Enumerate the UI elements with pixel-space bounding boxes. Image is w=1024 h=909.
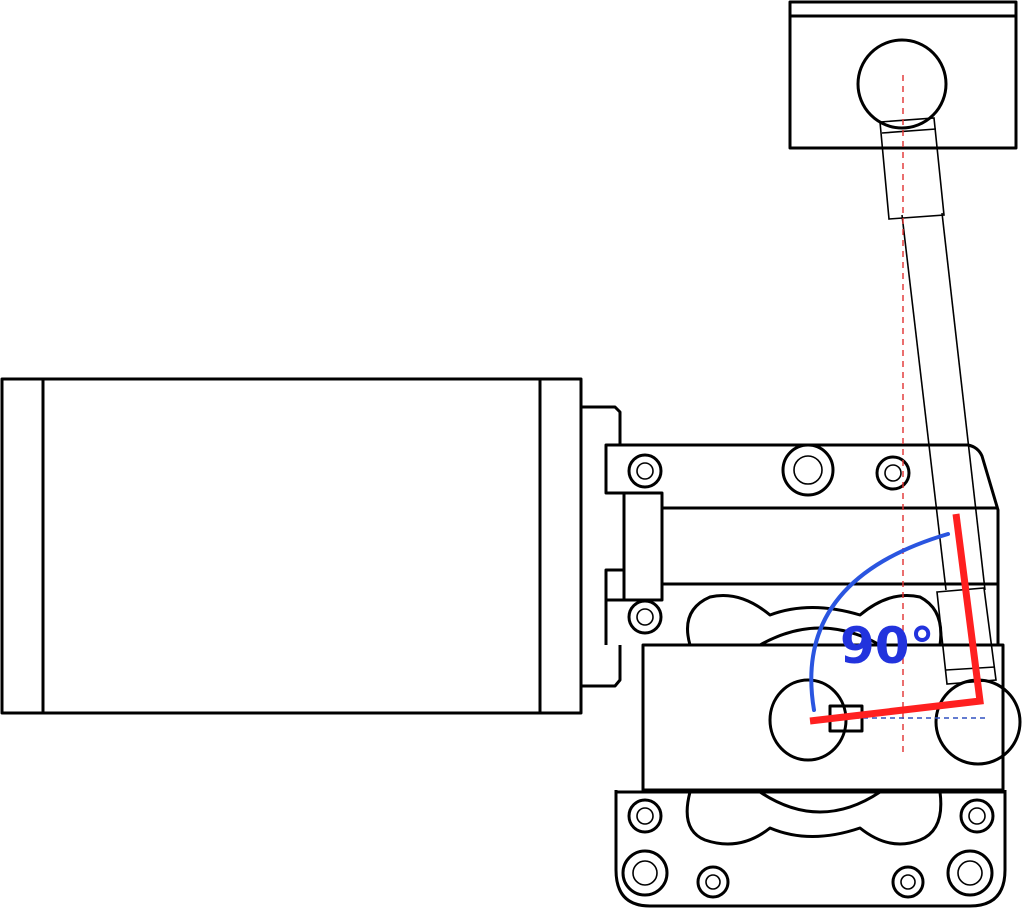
upper-ball-joint — [856, 38, 948, 130]
cover-plate — [641, 643, 1005, 792]
top-bracket — [788, 0, 1018, 150]
gearbox-lower-body — [614, 790, 1007, 908]
connecting-rod — [879, 117, 997, 685]
motor-flange — [581, 405, 622, 688]
upper-lobe-window — [686, 593, 943, 646]
bolt-holes — [621, 443, 995, 899]
angle-arc — [809, 532, 950, 712]
angle-label: 90° — [840, 617, 935, 675]
crank-arm — [809, 513, 984, 725]
lower-lobe-window — [685, 791, 943, 846]
motor-body — [0, 377, 583, 715]
